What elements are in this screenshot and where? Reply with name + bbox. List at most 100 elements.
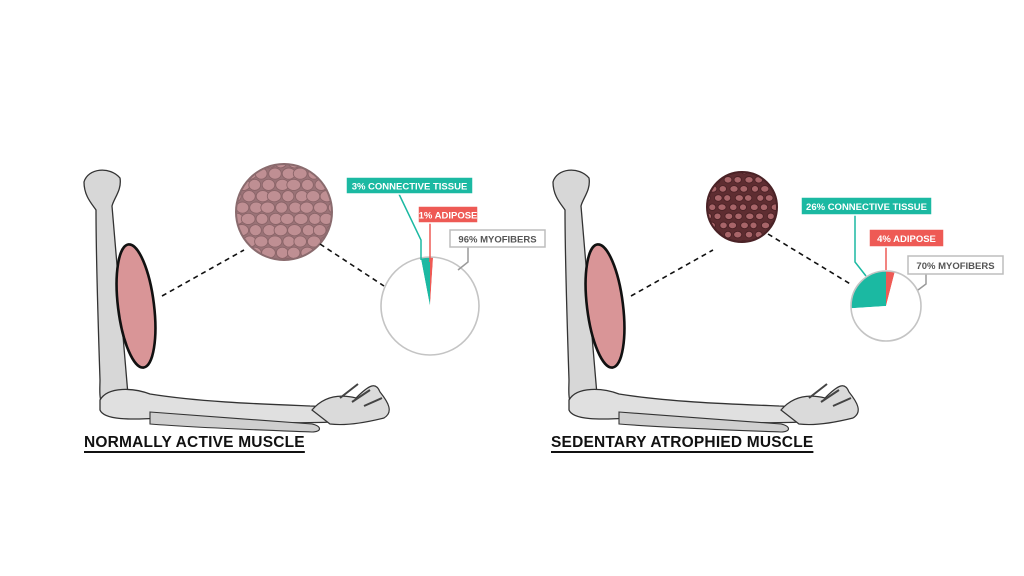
muscle-fiber [775,230,777,239]
pie-slice-connective [851,271,886,309]
muscle-fiber [241,258,257,260]
muscle-fiber [335,191,347,202]
label-adipose: 4% ADIPOSE [877,234,936,245]
muscle-fiber [698,186,705,193]
pie-slice-myofibers [381,257,479,355]
muscle-fiber [719,221,728,230]
muscle-fiber [734,212,743,221]
muscle-fiber [327,201,332,214]
pie-chart-active [380,256,480,356]
muscle-fiber [756,194,765,202]
muscle-fiber [301,224,315,237]
pie-slice-adipose [430,257,434,306]
muscle-fiber [236,258,243,260]
muscle-fiber [295,145,308,156]
leader-line-muscle-to-section [161,249,245,297]
muscle-fiber [733,176,742,184]
callouts-sedentary: 26% CONNECTIVE TISSUE 4% ADIPOSE 70% MYO… [800,196,1004,291]
muscle-fiber [739,239,748,242]
muscle-fiber [217,213,230,224]
muscle-fiber [751,185,759,193]
muscle-fiber [255,212,269,225]
muscle-fiber [769,172,777,175]
muscle-fiber [714,158,722,165]
muscle-fiber [280,212,295,225]
muscle-fiber [281,145,293,156]
muscle-fiber [734,194,744,202]
muscle-fiber [781,204,789,211]
muscle-fiber [707,230,712,239]
muscle-fiber [261,178,276,191]
muscle-fiber [718,239,728,242]
muscle-fiber [294,258,310,260]
muscle-fiber [216,168,229,179]
muscle-fiber [268,167,282,180]
muscle-fiber [729,203,738,211]
muscle-fiber [707,176,712,184]
muscle-fiber [319,212,332,225]
muscle-fiber [280,258,296,260]
muscle-fiber [312,224,327,237]
muscle-fiber [739,185,749,193]
muscle-fiber [321,167,332,180]
muscle-fiber [340,247,353,258]
muscle-fiber [236,178,237,191]
finger-bones [808,383,852,407]
label-box-connective [800,196,933,216]
muscle-fiber [694,195,701,202]
muscle-fiber [236,246,251,259]
label-myofibers: 70% MYOFIBERS [916,261,994,272]
cross-section-active [216,145,354,261]
muscle-fiber [334,145,346,156]
muscle-fiber [293,212,309,225]
leader-line-section-to-pie [319,243,385,287]
pie-slice-adipose [886,271,895,306]
muscle-fiber [231,145,243,156]
muscle-fiber [275,246,289,259]
muscle-fiber [697,204,705,211]
muscle-fiber [693,158,700,165]
muscle-fiber [242,190,256,203]
muscle-fiber [333,213,346,224]
muscle-fiber [312,164,328,169]
muscle-fiber [746,158,753,165]
muscle-fiber [273,224,288,237]
muscle-fiber [236,235,243,248]
muscle-fiber [340,225,354,236]
muscle-fiber [756,158,763,165]
callouts-active: 3% CONNECTIVE TISSUE 1% ADIPOSE 96% MYOF… [345,176,546,271]
muscle-fiber [287,224,302,237]
muscle-fiber [282,235,296,248]
panel-title-sedentary: SEDENTARY ATROPHIED MUSCLE [551,434,814,451]
muscle-fiber [333,236,345,247]
muscle-fiber [319,145,333,156]
label-connective: 3% CONNECTIVE TISSUE [352,182,468,193]
muscle-fiber [293,235,307,248]
connector-myofibers [917,274,927,291]
label-adipose: 1% ADIPOSE [419,211,478,222]
muscle-fiber [236,224,238,237]
cross-section-sedentary [692,158,789,243]
muscle-fiber [744,230,754,239]
leader-line-section-to-pie [767,233,853,286]
muscle-fiber [778,195,785,202]
muscle-fiber [292,167,308,180]
pie-slice-myofibers [851,272,921,341]
muscle-fiber [254,235,269,248]
muscle-fiber [256,258,270,260]
muscle-fiber [759,203,769,211]
muscle-fiber [269,145,283,156]
muscle-fiber [745,212,755,221]
muscle-fiber [782,186,789,193]
muscle-fiber [764,194,774,202]
panel-title-active: NORMALLY ACTIVE MUSCLE [84,434,305,451]
label-box-adipose [868,228,945,248]
muscle-fiber [692,231,699,238]
muscle-fiber [755,212,764,221]
muscle-fiber [308,212,322,225]
muscle-fiber [704,158,712,165]
muscle-fiber [240,212,256,225]
biceps-muscle [584,243,626,369]
